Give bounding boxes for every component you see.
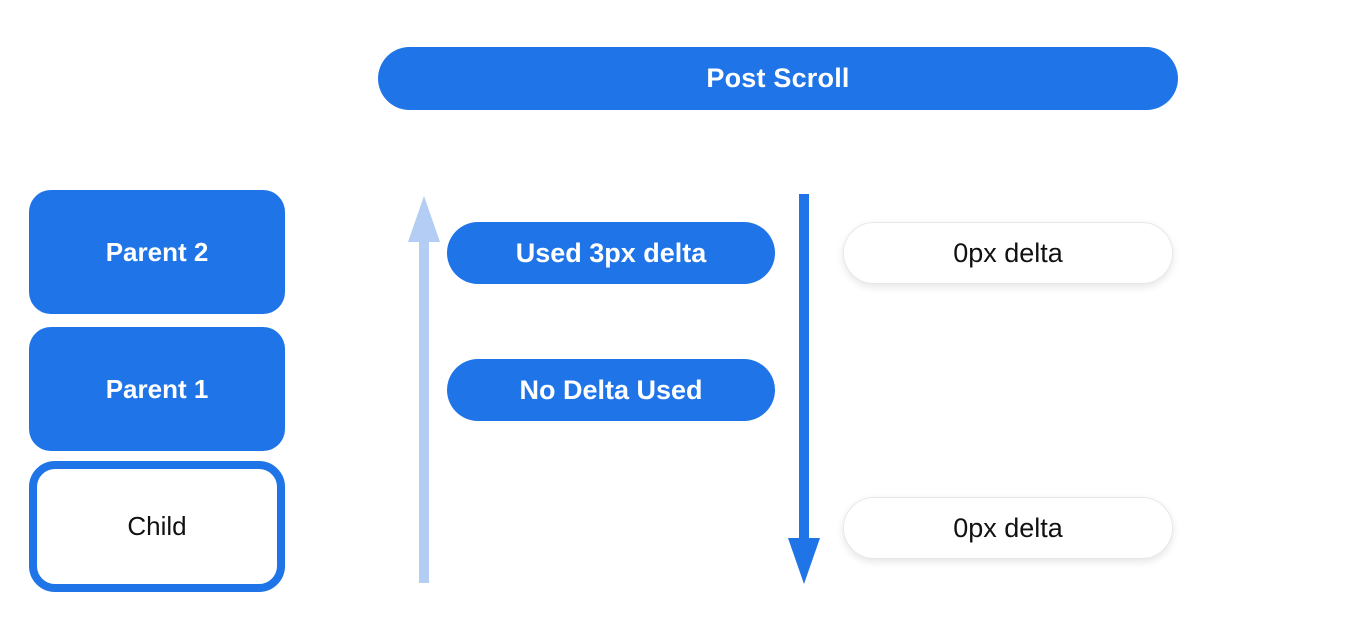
parent-1-label: Parent 1 (105, 373, 209, 404)
post-scroll-header-pill: Post Scroll (378, 47, 1178, 110)
child-label: Child (127, 511, 187, 541)
no-delta-used-label: No Delta Used (519, 374, 703, 405)
up-arrow-icon (408, 196, 440, 583)
down-arrow-icon (788, 194, 820, 584)
zero-px-delta-bottom-pill: 0px delta (843, 497, 1173, 559)
zero-px-delta-top-label: 0px delta (953, 237, 1063, 268)
post-scroll-label: Post Scroll (706, 63, 850, 93)
child-box: Child (29, 461, 285, 592)
parent-2-label: Parent 2 (105, 236, 209, 267)
used-3px-delta-label: Used 3px delta (515, 237, 707, 268)
used-3px-delta-pill: Used 3px delta (447, 222, 775, 284)
zero-px-delta-top-pill: 0px delta (843, 222, 1173, 284)
no-delta-used-pill: No Delta Used (447, 359, 775, 421)
zero-px-delta-bottom-label: 0px delta (953, 512, 1063, 543)
parent-1-box: Parent 1 (29, 327, 285, 451)
parent-2-box: Parent 2 (29, 190, 285, 314)
